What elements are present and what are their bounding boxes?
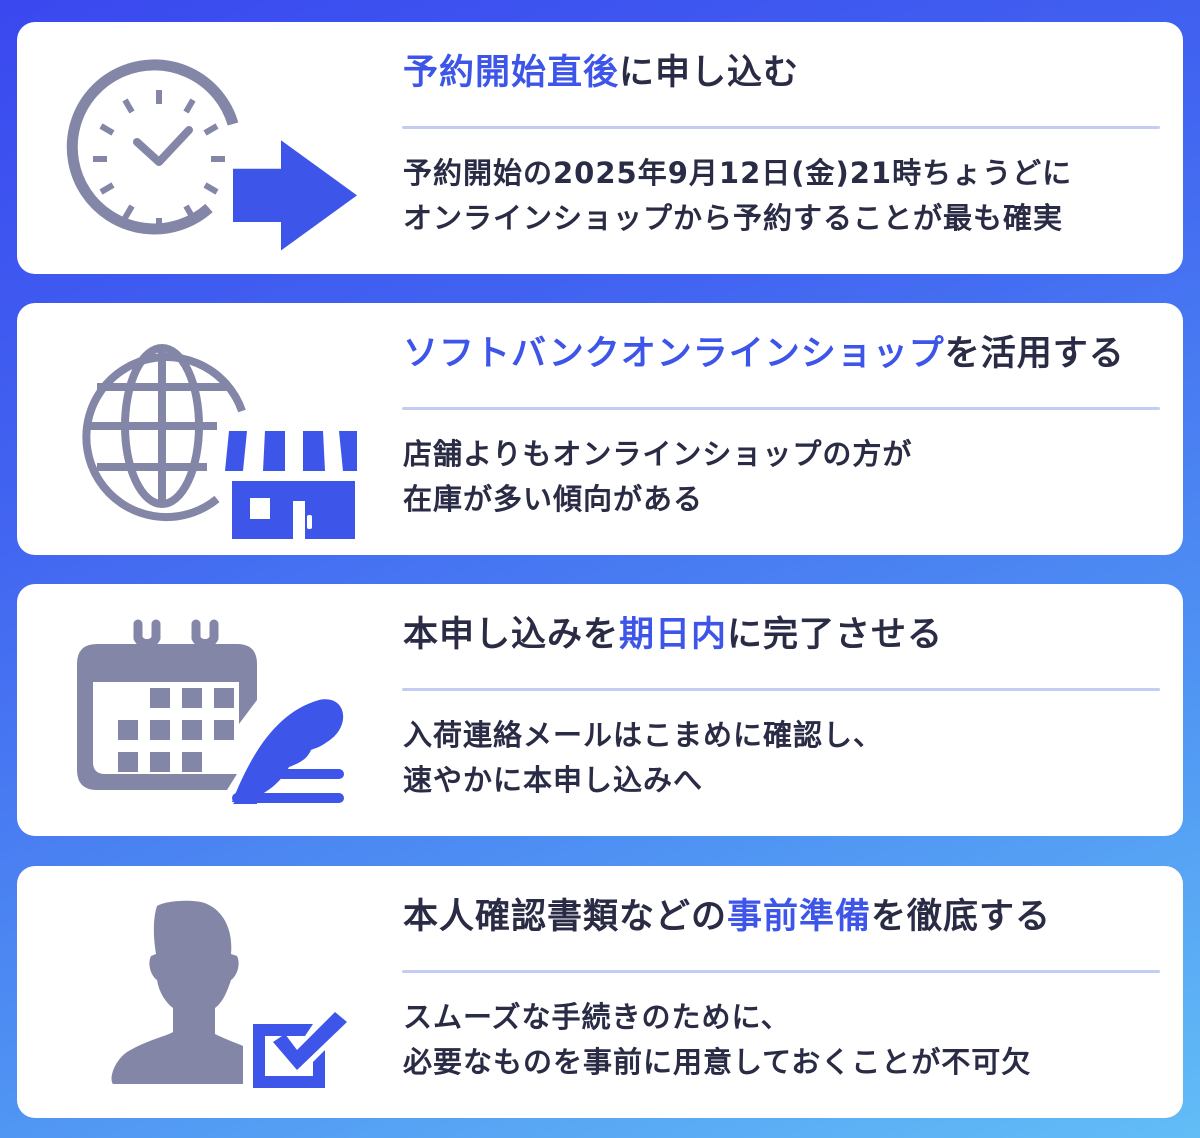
body-line-2: 速やかに本申し込みへ — [403, 763, 704, 797]
title-rest: に完了させる — [727, 615, 944, 655]
card-title: 本申し込みを期日内に完了させる — [387, 610, 1147, 660]
body-line-1: スムーズな手続きのために、 — [403, 1000, 791, 1034]
tip-card-reserve-early: 予約開始直後に申し込む 予約開始の2025年9月12日(金)21時ちょうどに オ… — [17, 22, 1183, 274]
divider — [402, 970, 1160, 973]
title-rest: を徹底する — [871, 897, 1052, 937]
divider — [402, 688, 1160, 691]
globe-store-icon — [57, 321, 364, 541]
body-line-1: 入荷連絡メールはこまめに確認し、 — [403, 718, 884, 752]
card-body: 店舗よりもオンラインショップの方が 在庫が多い傾向がある — [387, 432, 1147, 522]
person-check-icon — [57, 884, 357, 1104]
title-highlight: ソフトバンクオンラインショップ — [403, 334, 945, 374]
tip-card-online-shop: ソフトバンクオンラインショップを活用する 店舗よりもオンラインショップの方が 在… — [17, 303, 1183, 555]
card-body: 入荷連絡メールはこまめに確認し、 速やかに本申し込みへ — [387, 713, 1147, 803]
title-highlight: 事前準備 — [727, 897, 872, 937]
card-title: ソフトバンクオンラインショップを活用する — [387, 329, 1147, 379]
body-line-1: 予約開始の2025年9月12日(金)21時ちょうどに — [403, 156, 1073, 190]
body-line-2: オンラインショップから予約することが最も確実 — [403, 201, 1064, 235]
title-highlight: 期日内 — [619, 615, 728, 655]
tip-card-prepare-documents: 本人確認書類などの事前準備を徹底する スムーズな手続きのために、 必要なものを事… — [17, 866, 1183, 1118]
divider — [402, 126, 1160, 129]
card-title: 予約開始直後に申し込む — [387, 48, 1147, 98]
calendar-pen-icon — [57, 602, 357, 822]
body-line-1: 店舗よりもオンラインショップの方が — [403, 437, 913, 471]
title-highlight: 予約開始直後 — [403, 53, 620, 93]
tip-card-complete-by-deadline: 本申し込みを期日内に完了させる 入荷連絡メールはこまめに確認し、 速やかに本申し… — [17, 584, 1183, 836]
title-rest: に申し込む — [619, 53, 800, 93]
body-line-2: 必要なものを事前に用意しておくことが不可欠 — [403, 1045, 1032, 1079]
title-prefix: 本人確認書類などの — [403, 897, 728, 937]
card-body: スムーズな手続きのために、 必要なものを事前に用意しておくことが不可欠 — [387, 995, 1147, 1085]
card-title: 本人確認書類などの事前準備を徹底する — [387, 892, 1147, 942]
clock-arrow-icon — [57, 40, 357, 260]
title-rest: を活用する — [944, 334, 1125, 374]
divider — [402, 407, 1160, 410]
body-line-2: 在庫が多い傾向がある — [403, 482, 704, 516]
card-body: 予約開始の2025年9月12日(金)21時ちょうどに オンラインショップから予約… — [387, 151, 1147, 241]
title-prefix: 本申し込みを — [403, 615, 620, 655]
